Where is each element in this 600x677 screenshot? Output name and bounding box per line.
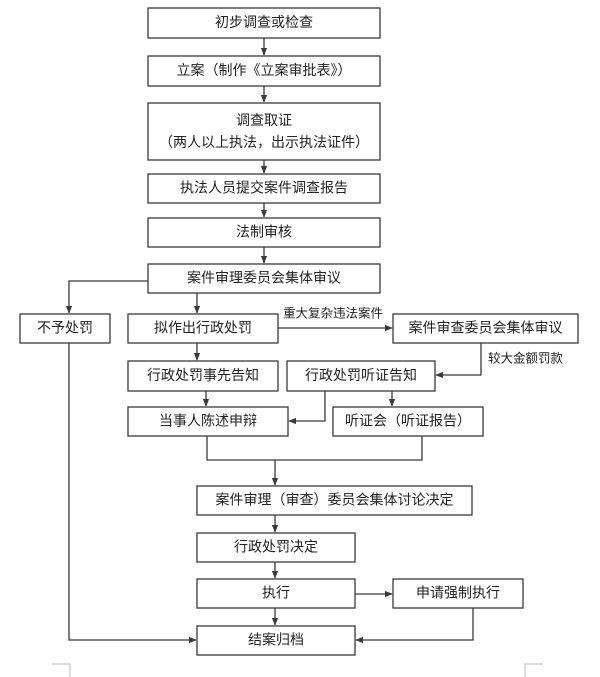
node-label: 行政处罚听证告知 — [305, 367, 417, 384]
node-submit-report: 执法人员提交案件调查报告 — [147, 173, 381, 204]
node-committee-decision: 案件审理（审查）委员会集体讨论决定 — [196, 485, 473, 516]
node-label: 初步调查或检查 — [215, 14, 313, 31]
node-evidence-collection: 调查取证 （两人以上执法，出示执法证件） — [147, 102, 381, 161]
node-label: 拟作出行政处罚 — [154, 321, 252, 337]
node-label: 执行 — [262, 586, 290, 602]
node-label: 行政处罚事先告知 — [147, 367, 259, 384]
node-label: 当事人陈述申辩 — [159, 413, 257, 430]
node-legal-review: 法制审核 — [147, 217, 381, 248]
node-trial-committee-review: 案件审理委员会集体审议 — [147, 263, 381, 294]
node-hearing-notice: 行政处罚听证告知 — [286, 360, 436, 392]
connectors — [65, 38, 482, 644]
node-label: 案件审理（审查）委员会集体讨论决定 — [216, 492, 454, 509]
node-label: 结案归档 — [248, 632, 304, 649]
node-proposed-penalty: 拟作出行政处罚 — [127, 313, 279, 344]
node-no-penalty: 不予处罚 — [19, 313, 111, 344]
node-case-filing: 立案（制作《立案审批表》） — [147, 55, 381, 87]
edge-hearing-notice-to-statement — [288, 391, 326, 425]
node-label: 听证会（听证报告） — [345, 414, 471, 430]
node-label: 案件审理委员会集体审议 — [187, 270, 341, 287]
node-label: 立案（制作《立案审批表》） — [177, 62, 352, 79]
edge-merge-statement-hearing — [206, 436, 423, 461]
node-label-line2: （两人以上执法，出示执法证件） — [159, 135, 369, 151]
node-label-line1: 调查取证 — [236, 113, 292, 129]
node-enforcement-application: 申请强制执行 — [392, 578, 524, 609]
node-label: 不予处罚 — [37, 321, 93, 337]
edge-no-penalty-to-closing — [68, 343, 197, 644]
crop-mark-left — [52, 663, 71, 677]
edge-enforcement-to-closing — [355, 608, 474, 644]
node-penalty-decision: 行政处罚决定 — [196, 532, 356, 563]
node-examination-committee-review: 案件审查委员会集体审议 — [392, 313, 579, 344]
edge-label-large-fines: 较大金额罚款 — [488, 351, 564, 366]
crop-mark-right — [524, 663, 543, 677]
node-label: 案件审查委员会集体审议 — [409, 320, 563, 337]
node-execution: 执行 — [196, 578, 356, 609]
node-label: 执法人员提交案件调查报告 — [180, 180, 348, 197]
edge-committee-to-no-penalty — [65, 280, 148, 314]
node-prior-notice: 行政处罚事先告知 — [127, 360, 279, 392]
node-label: 法制审核 — [236, 225, 292, 241]
edge-label-major-complex-cases: 重大复杂违法案件 — [283, 306, 383, 321]
node-party-statement: 当事人陈述申辩 — [127, 406, 289, 437]
node-hearing: 听证会（听证报告） — [332, 406, 484, 437]
edge-exam-committee-to-hearing-notice — [435, 343, 482, 379]
node-initial-investigation: 初步调查或检查 — [147, 7, 381, 39]
node-label: 行政处罚决定 — [234, 540, 318, 556]
node-label: 申请强制执行 — [416, 586, 500, 602]
node-case-closing: 结案归档 — [196, 625, 356, 656]
